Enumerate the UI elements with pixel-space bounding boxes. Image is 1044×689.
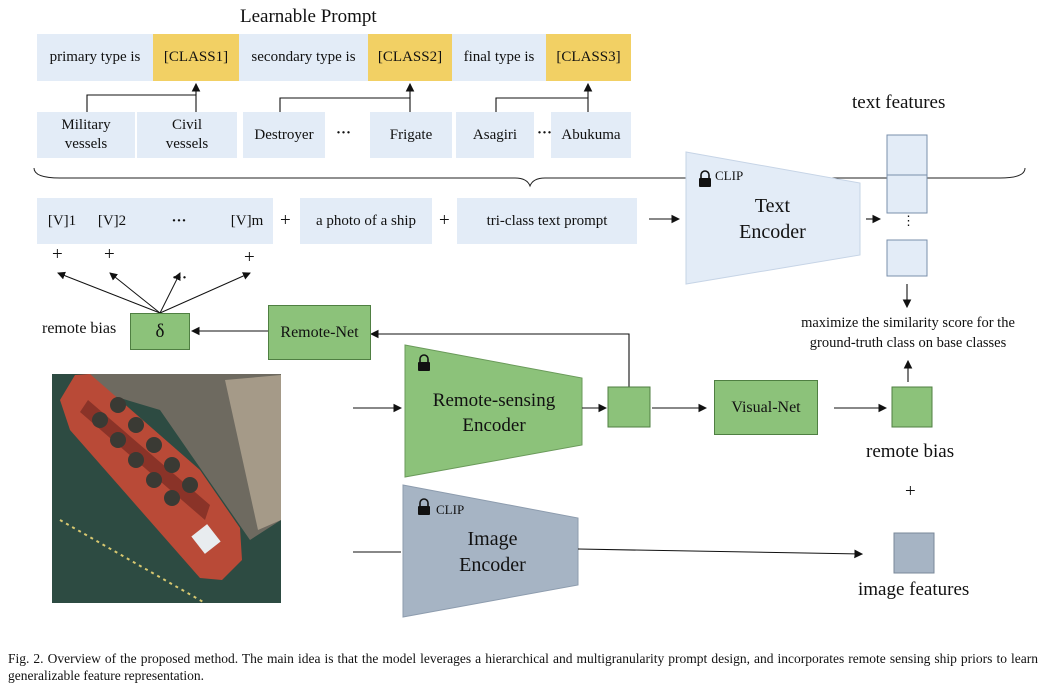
vertical-ellipsis: ⋮ (902, 213, 915, 228)
plus-sign: + (244, 247, 255, 268)
prompt-final-text: final type is (452, 34, 546, 81)
clip-badge: CLIP (436, 502, 465, 517)
tri-class-text-prompt: tri-class text prompt (457, 198, 637, 244)
class-abukuma: Abukuma (551, 112, 631, 158)
similarity-objective: maximize the similarity score for the gr… (801, 315, 1015, 351)
plus-sign: + (104, 244, 115, 265)
class-frigate: Frigate (370, 112, 452, 158)
remote-bias-label: remote bias (42, 320, 117, 337)
plus-sign: + (439, 210, 450, 231)
image-features-square (893, 532, 935, 574)
image-encoder (402, 484, 579, 618)
photo-of-ship-text: a photo of a ship (300, 198, 432, 244)
lock-icon (418, 354, 430, 371)
delta-box: δ (130, 313, 190, 350)
text-features-label: text features (852, 92, 946, 113)
remote-net: Remote-Net (268, 305, 371, 360)
remote-bias-square (891, 386, 933, 428)
ellipsis: ··· (336, 125, 352, 141)
class-civil-vessels: Civil vessels (137, 112, 237, 158)
context-token-vm: [V]m (221, 198, 273, 244)
ellipsis: ··· (172, 270, 188, 286)
brace (33, 167, 1026, 188)
class2-token: [CLASS2] (368, 34, 452, 81)
remote-feature-square (607, 386, 651, 428)
lock-icon (699, 170, 711, 187)
text-encoder-label: Text Encoder (739, 195, 806, 243)
remote-sensing-encoder (404, 344, 583, 478)
clip-badge: CLIP (715, 168, 744, 183)
plus-sign: + (905, 481, 916, 502)
prompt-secondary-text: secondary type is (239, 34, 368, 81)
context-tokens-group: [V]1 [V]2 (37, 198, 137, 244)
remote-bias-output-label: remote bias (866, 441, 955, 462)
class1-token: [CLASS1] (153, 34, 239, 81)
plus-sign: + (52, 244, 63, 265)
class-military-vessels: Military vessels (37, 112, 135, 158)
class3-token: [CLASS3] (546, 34, 631, 81)
class-asagiri: Asagiri (456, 112, 534, 158)
ellipsis: ··· (537, 125, 553, 141)
image-features-label: image features (858, 579, 970, 600)
context-token-v2: [V]2 (97, 212, 127, 229)
context-token-v1: [V]1 (47, 212, 77, 229)
ship-image (52, 374, 281, 604)
figure-caption: Fig. 2. Overview of the proposed method.… (8, 651, 1038, 683)
context-token-ellipsis: ··· (137, 198, 221, 244)
text-encoder (685, 151, 861, 285)
prompt-title: Learnable Prompt (240, 6, 377, 27)
prompt-primary-text: primary type is (37, 34, 153, 81)
visual-net: Visual-Net (714, 380, 818, 435)
class-destroyer: Destroyer (243, 112, 325, 158)
lock-icon (418, 498, 430, 515)
plus-sign: + (280, 210, 291, 231)
remote-sensing-encoder-label: Remote-sensing Encoder (432, 390, 556, 436)
image-encoder-label: Image Encoder (459, 528, 526, 576)
